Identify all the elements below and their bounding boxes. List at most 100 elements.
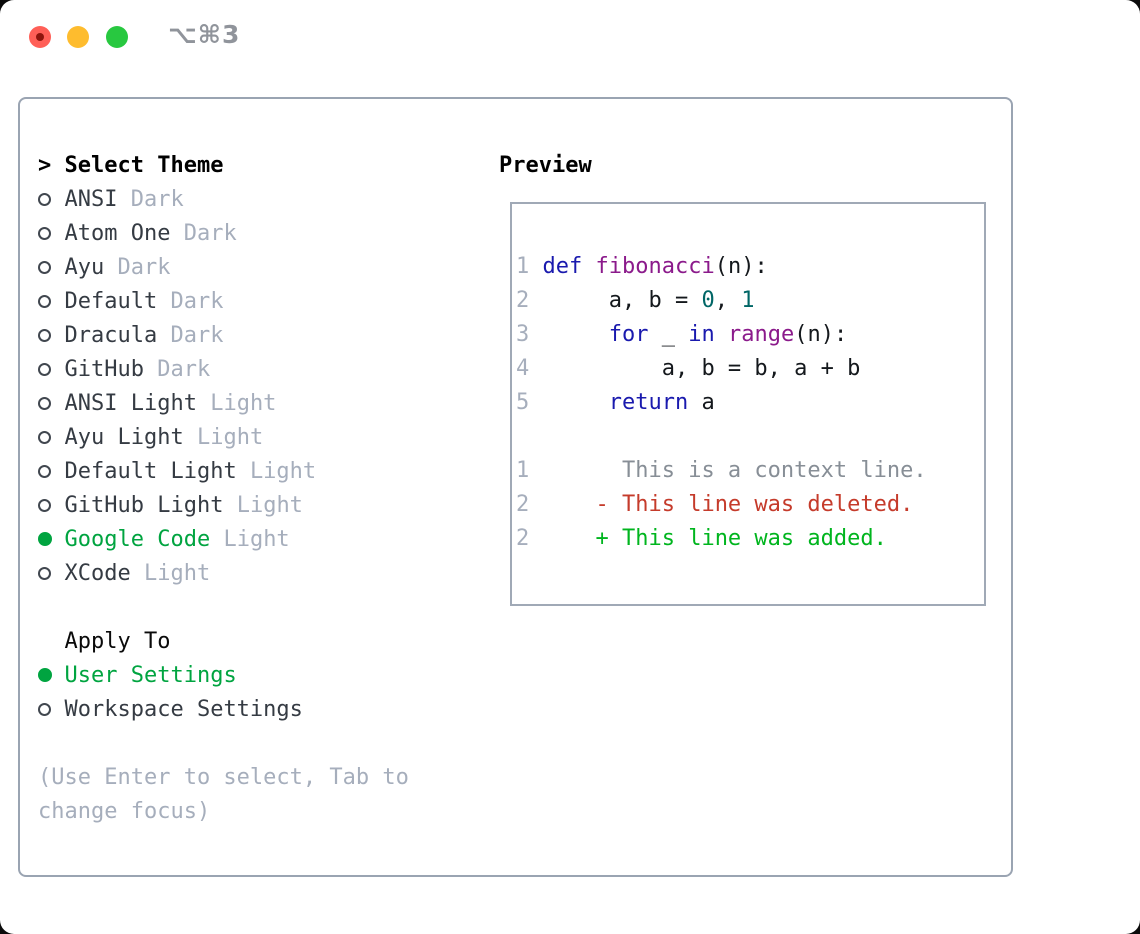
code-token (582, 254, 595, 279)
hint-text: (Use Enter to select, Tab to change focu… (38, 760, 409, 828)
code-token: for (608, 322, 649, 347)
code-token: return (608, 390, 689, 415)
option-variant: Dark (183, 220, 237, 246)
option-label: Google Code (64, 526, 211, 552)
apply-to-title: Apply To (64, 628, 171, 654)
theme-option-atom-one[interactable]: Atom One Dark (38, 216, 409, 250)
code-token: 1 (741, 288, 755, 313)
radio-icon (38, 226, 51, 240)
focus-arrow-icon: > (38, 152, 52, 178)
close-button[interactable] (29, 26, 51, 48)
window-title: ⌥⌘3 (168, 20, 241, 49)
option-label: Dracula (64, 322, 158, 348)
theme-option-xcode[interactable]: XCode Light (38, 556, 409, 590)
option-label: Ayu (64, 254, 105, 280)
code-token (529, 458, 622, 483)
marker-cell (38, 566, 65, 580)
marker-cell (38, 430, 65, 444)
radio-icon (38, 396, 51, 410)
apply-option-user-settings[interactable]: User Settings (38, 658, 409, 692)
option-variant: Dark (130, 186, 184, 212)
code-token: , (714, 288, 742, 313)
marker-cell (38, 192, 65, 206)
option-variant: Dark (117, 254, 171, 280)
option-label: ANSI Light (64, 390, 197, 416)
marker-cell (38, 532, 65, 546)
radio-icon (38, 328, 51, 342)
radio-icon (38, 192, 51, 206)
option-label: Ayu Light (64, 424, 184, 450)
code-token: a, b = (608, 288, 702, 313)
code-token (715, 322, 728, 347)
theme-option-google-code[interactable]: Google Code Light (38, 522, 409, 556)
code-token: (n): (794, 322, 848, 347)
option-label: XCode (64, 560, 131, 586)
code-token: + This line was added. (595, 526, 887, 551)
code-token (529, 288, 608, 313)
marker-cell (38, 498, 65, 512)
option-variant: Dark (157, 356, 211, 382)
theme-option-github-light[interactable]: GitHub Light Light (38, 488, 409, 522)
option-variant: Light (196, 424, 264, 450)
radio-icon (38, 362, 51, 376)
preview-box: 1 def fibonacci(n): 2 a, b = 0, 1 3 for … (510, 202, 986, 606)
option-variant: Light (223, 526, 290, 552)
spacer (38, 590, 409, 624)
theme-option-ansi[interactable]: ANSI Dark (38, 182, 409, 216)
code-token: 5 (516, 390, 530, 415)
code-token: This is a context line. (621, 458, 927, 483)
option-variant: Light (236, 492, 303, 518)
apply-to-header: Apply To (38, 624, 409, 658)
option-label: GitHub Light (64, 492, 224, 518)
theme-option-ayu[interactable]: Ayu Dark (38, 250, 409, 284)
radio-icon (38, 464, 51, 478)
theme-option-ayu-light[interactable]: Ayu Light Light (38, 420, 409, 454)
code-token: a (688, 390, 715, 415)
select-theme-title: Select Theme (64, 152, 224, 178)
option-label: Atom One (64, 220, 171, 246)
code-token: a, b = b, a + b (661, 356, 861, 381)
radio-selected-icon (38, 668, 52, 682)
option-variant: Light (249, 458, 317, 484)
radio-icon (38, 566, 51, 580)
apply-option-workspace-settings[interactable]: Workspace Settings (38, 692, 409, 726)
option-variant: Dark (170, 288, 224, 314)
code-token: in (688, 322, 715, 347)
option-variant: Light (143, 560, 211, 586)
code-token: 2 (516, 288, 530, 313)
option-label: Default (64, 288, 158, 314)
minimize-button[interactable] (67, 26, 89, 48)
code-token: 3 (516, 322, 530, 347)
theme-option-default-light[interactable]: Default Light Light (38, 454, 409, 488)
code-token: fibonacci (595, 254, 715, 279)
radio-icon (38, 294, 51, 308)
marker-cell (38, 464, 65, 478)
marker-cell (38, 668, 65, 682)
close-dot-icon (36, 33, 44, 41)
option-variant: Light (210, 390, 277, 416)
option-label: ANSI (64, 186, 118, 212)
marker-cell (38, 702, 65, 716)
theme-option-ansi-light[interactable]: ANSI Light Light (38, 386, 409, 420)
code-token: 1 (516, 458, 530, 483)
code-token: _ (648, 322, 689, 347)
radio-icon (38, 430, 51, 444)
hint-line-1: (Use Enter to select, Tab to (38, 764, 409, 790)
theme-option-default[interactable]: Default Dark (38, 284, 409, 318)
option-label: Default Light (64, 458, 237, 484)
code-token (529, 356, 661, 381)
radio-icon (38, 702, 51, 716)
code-token (529, 492, 595, 517)
option-label: User Settings (64, 662, 237, 688)
marker-cell (38, 260, 65, 274)
maximize-button[interactable] (106, 26, 128, 48)
code-token: 2 (516, 492, 530, 517)
marker-cell (38, 396, 65, 410)
preview-title: Preview (499, 152, 592, 178)
marker-cell (38, 294, 65, 308)
